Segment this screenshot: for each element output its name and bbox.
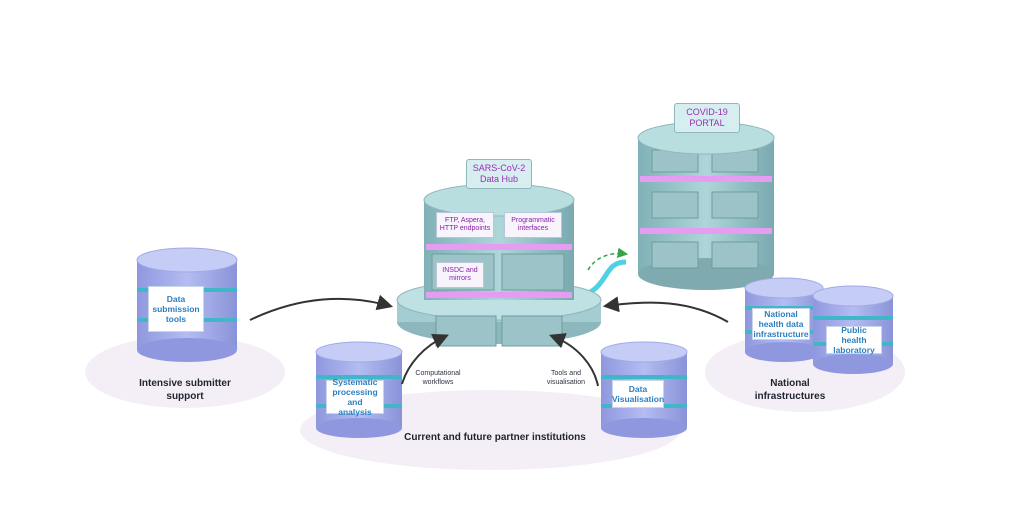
dashed-link-arrow (587, 247, 629, 271)
hub-sign: SARS-CoV-2 Data Hub (466, 159, 532, 189)
portal-sign: COVID-19 PORTAL (674, 103, 740, 133)
visualisation-card: Data Visualisation (612, 380, 664, 408)
hub-card-interfaces: Programmatic interfaces (504, 212, 562, 238)
data-hub-stack (396, 183, 602, 347)
curved-arrow-left (249, 294, 394, 321)
partners-caption: Current and future partner institutions (404, 432, 586, 443)
hub-card-insdc: INSDC and mirrors (436, 262, 484, 288)
public-health-card: Public health laboratory (826, 325, 882, 355)
national-caption: National infrastructures (754, 378, 826, 402)
left-ground-ellipse (85, 336, 285, 408)
submission-tools-card: Data submission tools (148, 286, 204, 332)
hub-card-endpoints: FTP, Aspera, HTTP endpoints (436, 212, 494, 238)
processing-card: Systematic processing and analysis (326, 377, 384, 417)
curved-arrow-tools (549, 333, 599, 387)
national-health-card: National health data infrastructure (752, 308, 810, 340)
tools-label: Tools and visualisation (546, 370, 586, 386)
curved-arrow-workflows (401, 334, 449, 385)
submitter-support-caption: Intensive submitter support (139, 378, 231, 402)
workflows-label: Computational workflows (415, 370, 461, 386)
covid-portal-stack (637, 121, 775, 290)
curved-arrow-right (602, 296, 729, 323)
